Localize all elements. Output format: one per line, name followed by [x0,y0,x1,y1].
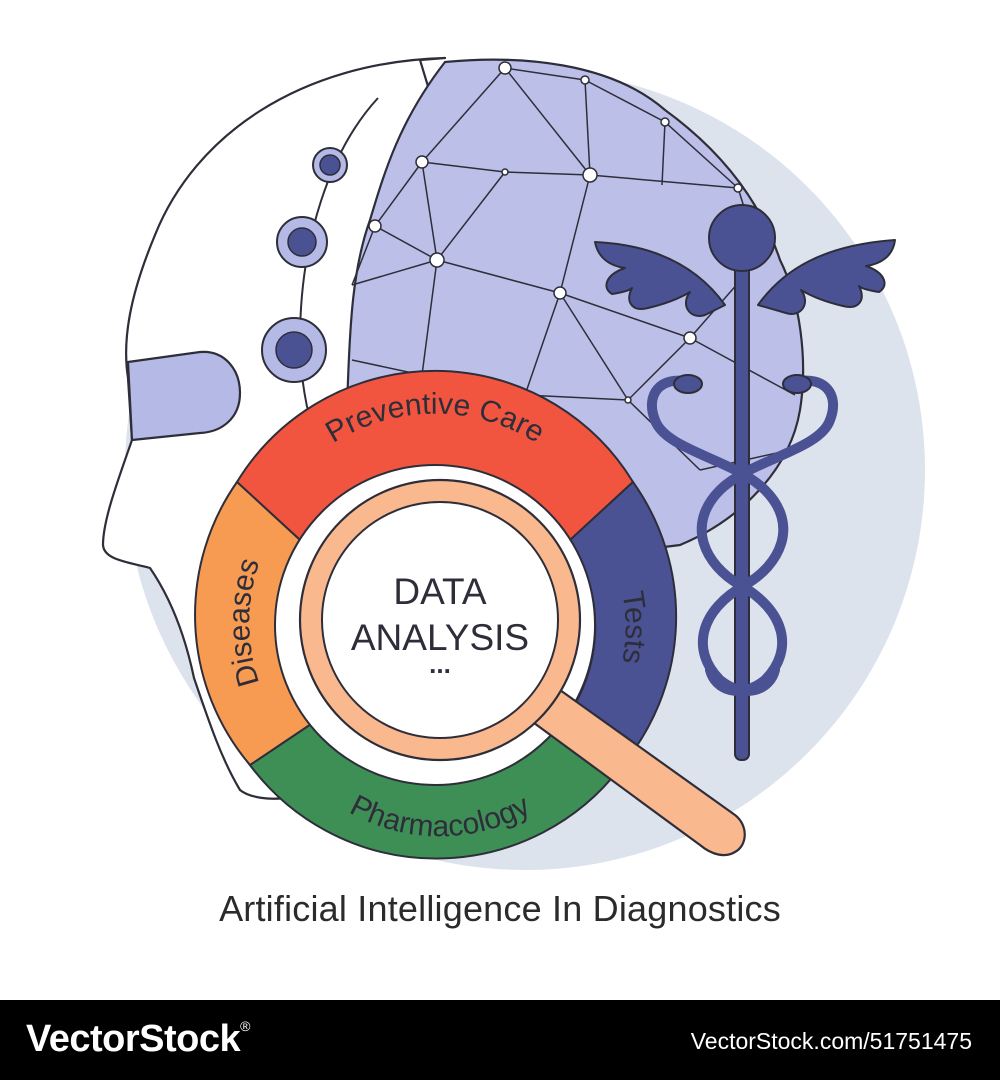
caduceus-staff [734,249,750,761]
stock-id: VectorStock.com/51751475 [690,1028,972,1054]
center-ellipsis: ... [429,649,451,679]
watermark-footer: VectorStock® VectorStock.com/51751475 [0,1000,1000,1080]
right-wing [757,239,896,315]
head-visor [126,350,242,442]
snake-right [696,375,839,696]
registered-mark: ® [240,1018,250,1034]
snake-left-head [673,374,703,394]
magnifying-glass-icon [298,478,746,857]
head-bolt-3-core [275,331,313,369]
head-bolt-1-core [319,154,341,176]
caduceus-icon [594,204,896,761]
magnifier-lens [321,501,559,739]
caption-title: Artificial Intelligence In Diagnostics [219,888,781,929]
head-bolt-2-core [287,227,317,257]
center-title-line2: ANALYSIS [351,617,529,658]
brand-name: VectorStock [26,1018,241,1060]
caduceus-orb [708,204,776,272]
illustration: Preventive Care Pharmacology Diseases Te… [101,56,925,870]
left-wing [594,241,726,317]
brand-logo: VectorStock® [26,1018,250,1061]
center-title-line1: DATA [393,571,487,612]
label-tests: Tests [616,589,652,666]
snake-right-head [782,374,812,394]
magnifier-handle [528,688,746,857]
